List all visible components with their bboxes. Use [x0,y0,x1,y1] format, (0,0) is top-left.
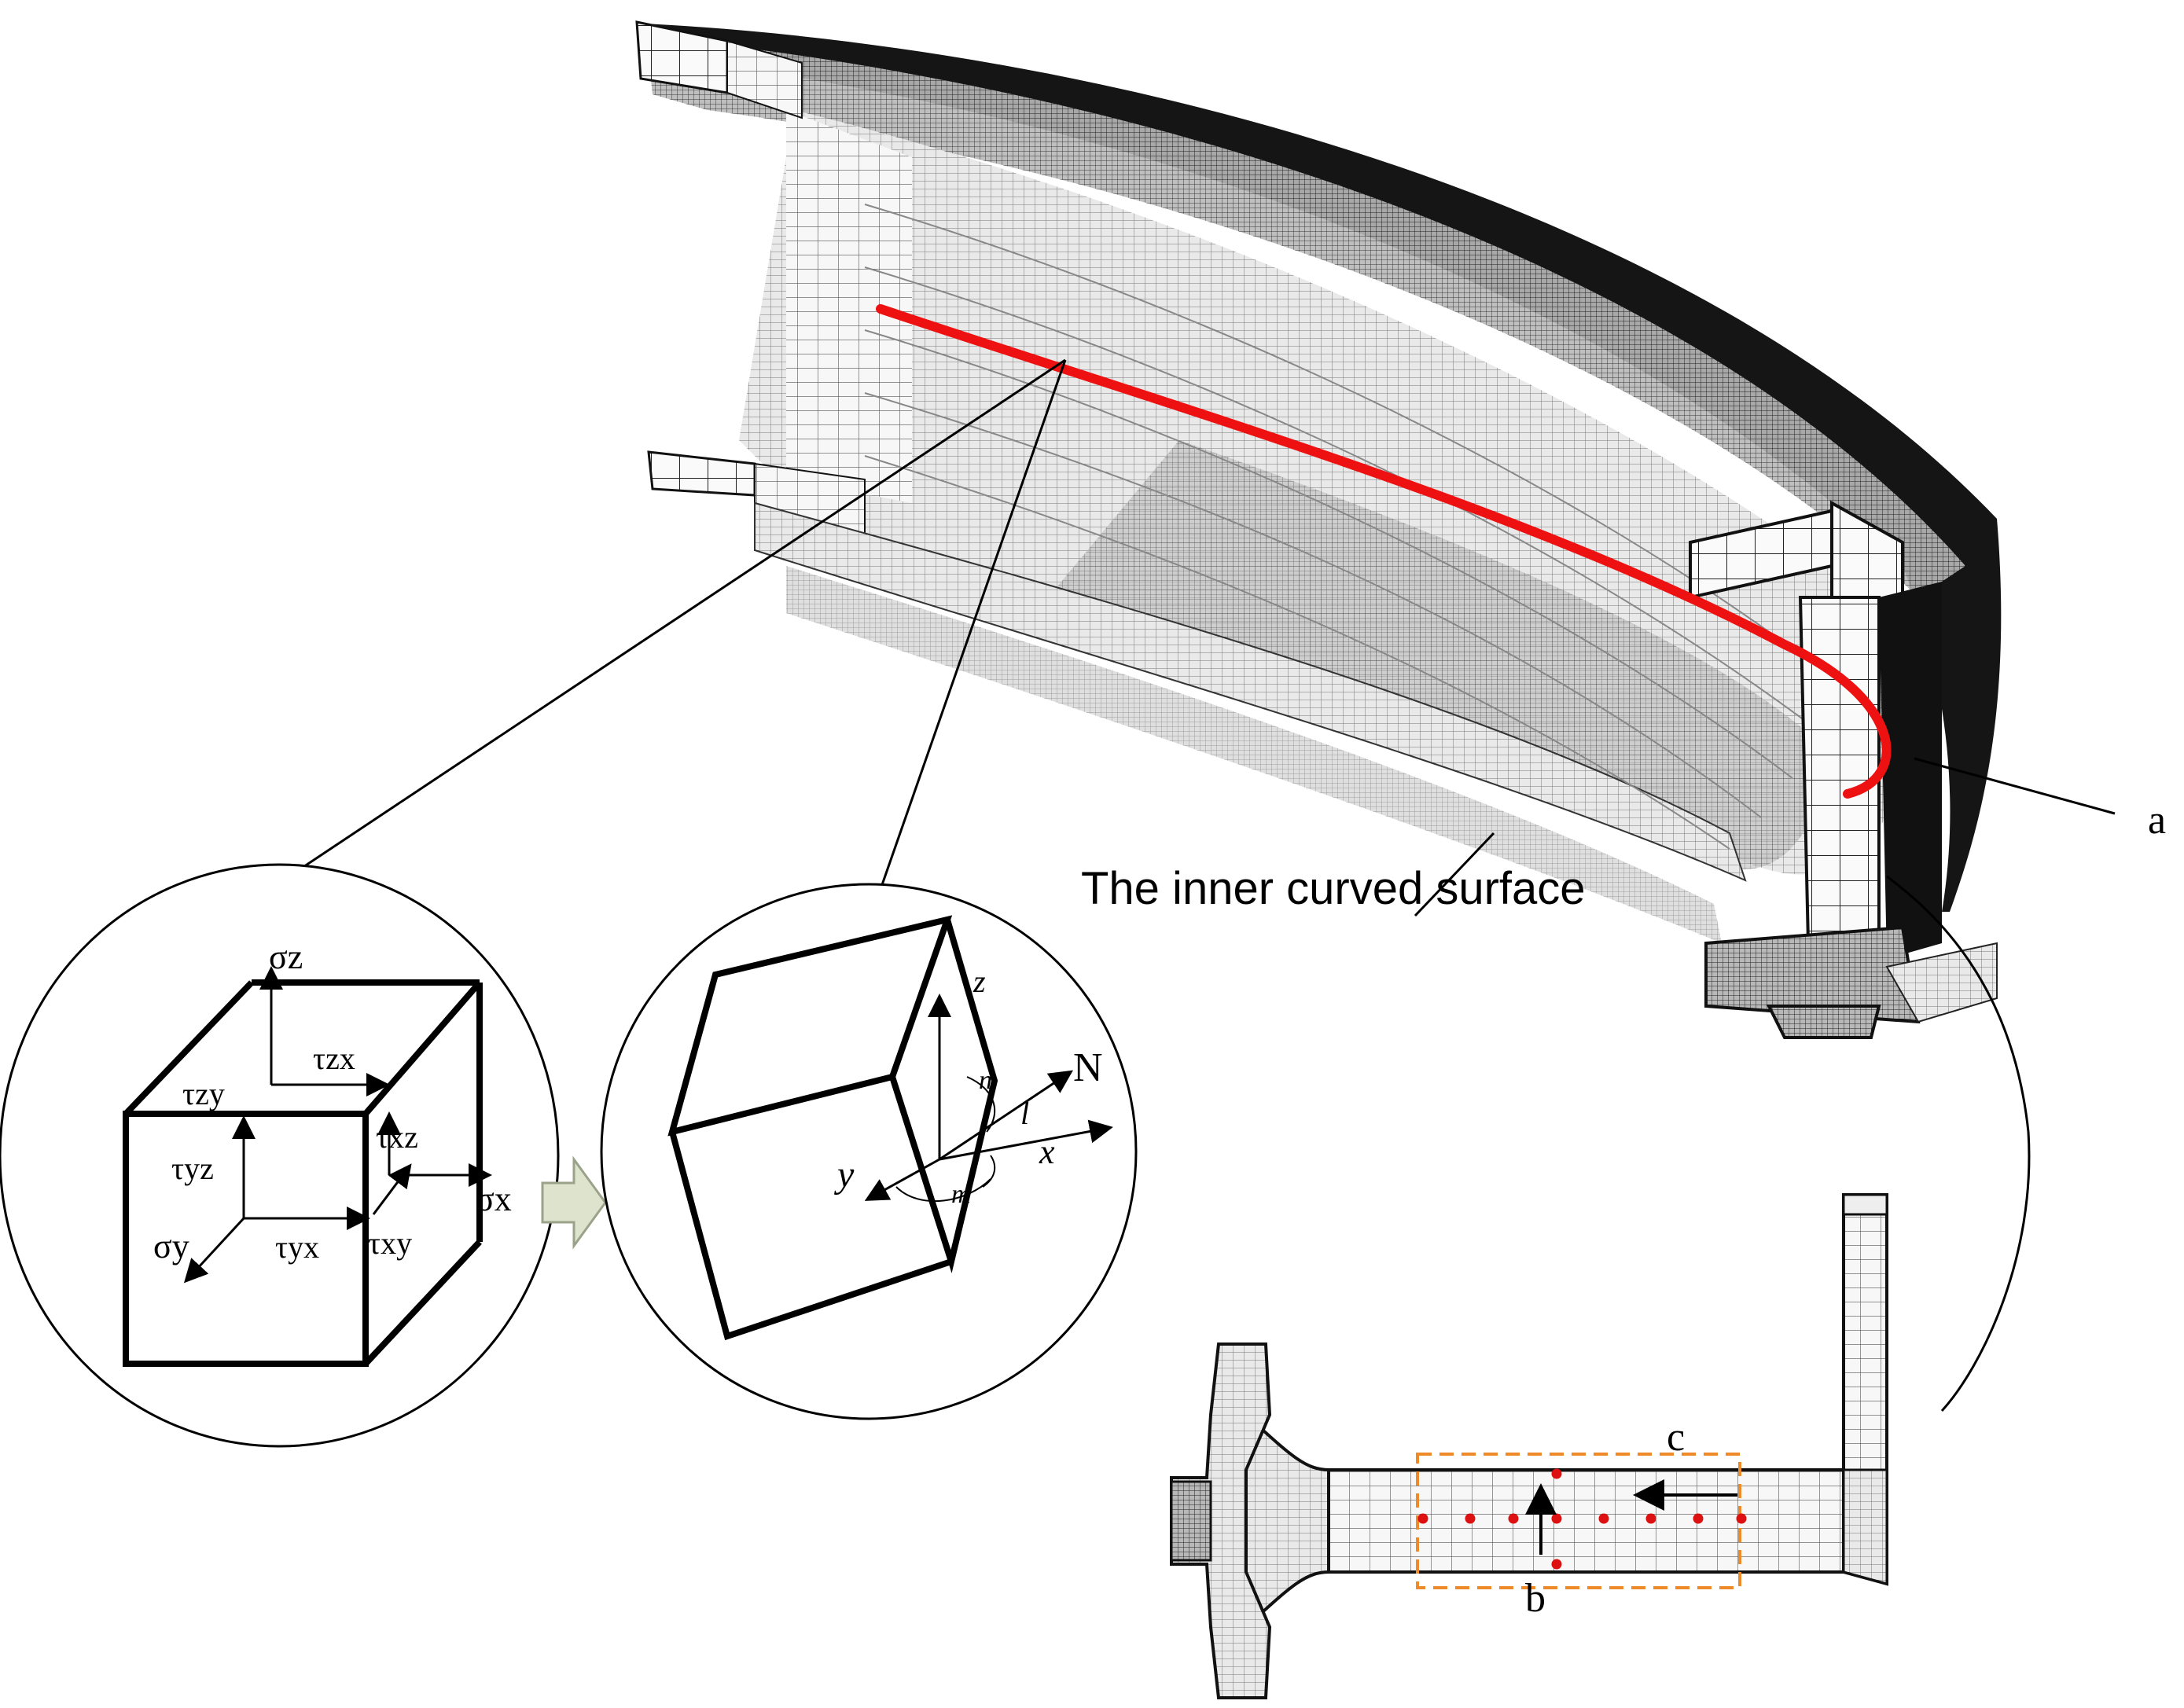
top-flange-2 [726,39,803,119]
callout-c: c [1667,1415,1685,1460]
lower-band-mesh-2 [786,566,1722,943]
sigma-z-label: σz [269,938,303,976]
tau-yx-label: τyx [275,1229,319,1265]
inner-surface-shade [1022,440,1832,870]
sigma-x-label: σx [476,1180,512,1218]
stress-cube [123,979,483,1367]
callout-b: b [1525,1576,1546,1621]
callout-a: a [2148,798,2166,843]
rotated-element-ellipse [600,883,1138,1420]
cos-m-label: m [951,1180,971,1209]
web-mesh [1327,1468,1845,1574]
trace-line [876,304,1892,799]
section-box-c [1416,1453,1741,1589]
axis-y-label: y [833,1154,855,1196]
node-dots [1417,1468,1747,1570]
tau-yz-label: τyz [171,1151,214,1186]
cross-section: b c [1170,1193,1888,1699]
tau-zy-label: τzy [182,1076,225,1111]
tau-xz-label: τxz [376,1119,418,1155]
axis-z-label: z [973,964,986,999]
tau-zx-label: τzx [313,1041,355,1076]
lower-flange [647,450,756,497]
stress-arrows [183,966,492,1284]
axis-x-label: x [1039,1133,1055,1171]
sigma-y-label: σy [153,1227,189,1265]
stress-element-ellipse [0,863,560,1448]
tau-xy-label: τxy [368,1225,412,1261]
lower-band-mesh [754,501,1747,882]
cos-n-label: n [979,1066,992,1095]
hub-transition [1245,1411,1330,1631]
transform-arrow-icon [541,1155,607,1250]
stress-element-callout: σz τzy τzx τxz τyz σx τxy σy τyx [0,863,560,1448]
mesh-body [635,20,2002,1039]
left-wall-mesh [786,110,912,503]
cos-l-label: l [1020,1096,1029,1131]
left-hub-mesh [1170,1343,1272,1699]
rotated-element-callout: z N n l x y m [600,883,1138,1420]
leader-lines [211,358,2116,1412]
rotated-axes [864,994,1113,1201]
section-cut [1689,500,1998,1039]
normal-n-label: N [1073,1045,1103,1090]
surface-label: The inner curved surface [1081,863,1586,914]
